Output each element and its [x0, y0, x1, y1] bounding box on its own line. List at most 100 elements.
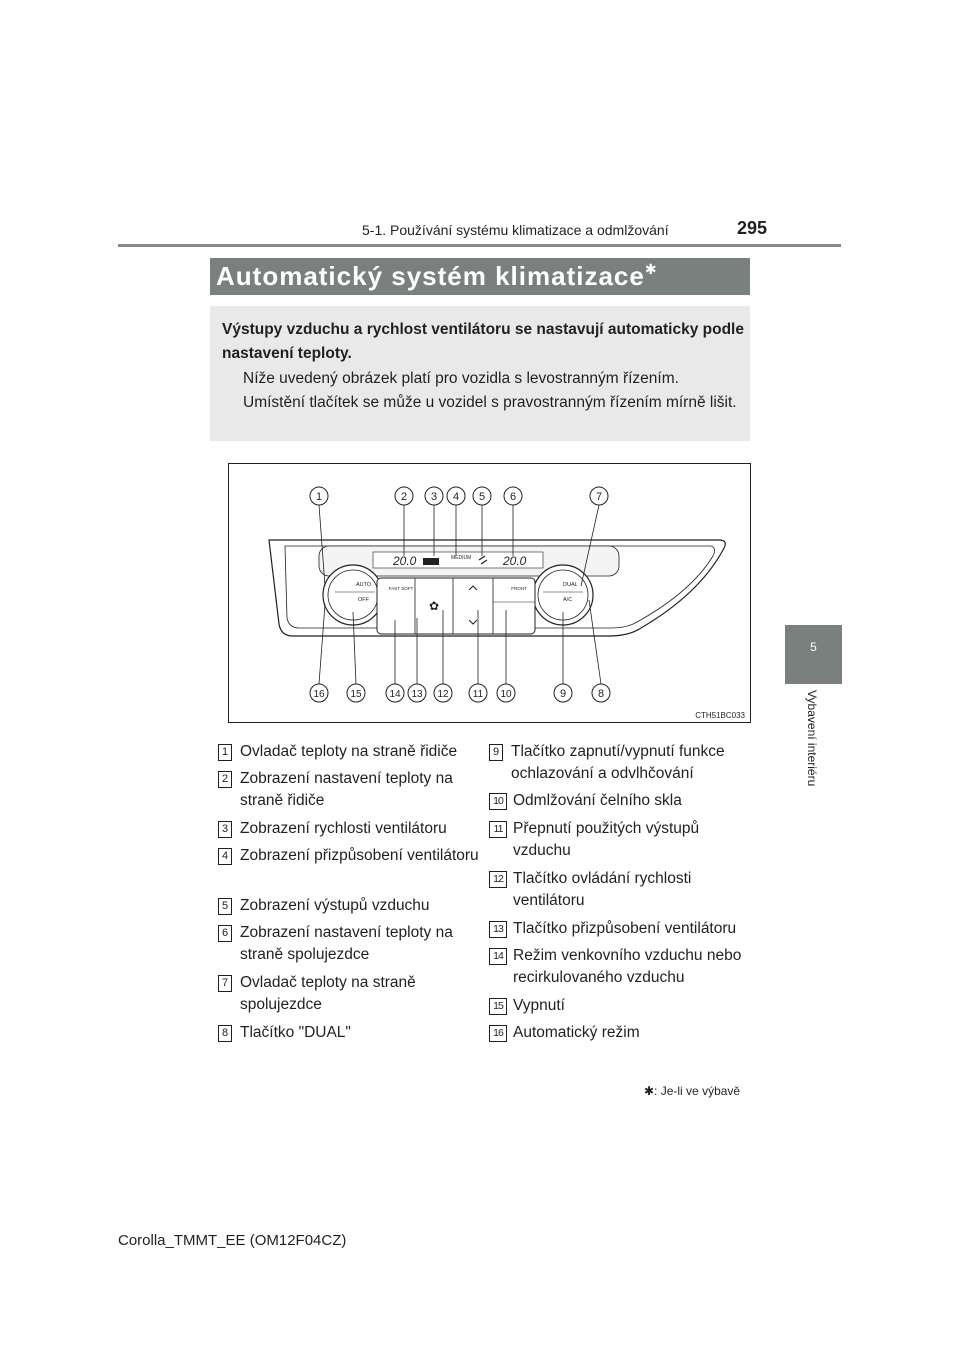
callout-1-circle	[309, 486, 329, 506]
footnote: ✱: Je-li ve výbavě	[644, 1084, 741, 1098]
legend-number-badge: 16	[489, 1025, 507, 1042]
display-left-temp: 20.0	[392, 554, 417, 568]
legend-item-text: Tlačítko přizpůsobení ventilátoru	[513, 920, 737, 937]
legend-number-badge: 11	[489, 821, 507, 838]
legend-number-badge: 2	[218, 771, 232, 788]
btn-auto-label: AUTO	[356, 582, 372, 588]
btn-dual-label: DUAL	[563, 582, 578, 588]
intro-bold-text: Výstupy vzduchu a rychlost ventilátoru s…	[222, 321, 744, 362]
callout-16-label: 16	[313, 689, 325, 700]
section-title: 5-1. Používání systému klimatizace a odm…	[362, 222, 669, 238]
callout-5-label: 5	[479, 491, 485, 503]
figure-code: CTH51BC033	[695, 711, 745, 720]
legend-item-text: Tlačítko ovládání rychlosti ventilátoru	[513, 870, 692, 909]
callout-13-circle	[407, 683, 427, 703]
legend-number-badge: 12	[489, 871, 507, 888]
legend-number-badge: 6	[218, 925, 232, 942]
title-bar	[210, 258, 750, 295]
legend-item-text: Ovladač teploty na straně spolujezdce	[240, 974, 416, 1013]
page-title-text: Automatický systém klimatizace	[216, 261, 645, 291]
callout-5-circle	[472, 486, 492, 506]
intro-box	[210, 306, 750, 441]
dashboard-inner-outline	[284, 545, 715, 629]
callout-7-circle	[589, 486, 609, 506]
legend-item-text: Zobrazení nastavení teploty na straně ři…	[240, 770, 453, 809]
legend-number-badge: 10	[489, 793, 507, 810]
callout-12-circle	[433, 683, 453, 703]
callout-15-label: 15	[350, 689, 362, 700]
callout-14-label: 14	[389, 689, 401, 700]
legend-number-badge: 4	[218, 848, 232, 865]
display-screen	[372, 551, 544, 569]
intro-note-text: Níže uvedený obrázek platí pro vozidla s…	[243, 370, 737, 411]
callout-7-label: 7	[596, 491, 602, 503]
header-rule	[118, 244, 841, 247]
legend-item-text: Automatický režim	[513, 1024, 640, 1041]
callout-2-label: 2	[401, 491, 407, 503]
page-footer: Corolla_TMMT_EE (OM12F04CZ)	[118, 1232, 347, 1249]
legend-item-text: Zobrazení rychlosti ventilátoru	[240, 820, 447, 837]
callout-8-circle	[591, 683, 611, 703]
legend-item-text: Tlačítko "DUAL"	[240, 1024, 351, 1041]
callout-1-leader	[318, 504, 326, 587]
callout-9-circle	[553, 683, 573, 703]
chapter-tab-number: 5	[810, 640, 817, 654]
legend-item-text: Režim venkovního vzduchu nebo recirkulov…	[513, 947, 742, 986]
chapter-tab	[785, 625, 842, 684]
btn-front-label: FRONT	[511, 586, 527, 591]
callout-3-circle	[424, 486, 444, 506]
fan-up-icon	[468, 585, 478, 591]
callout-6-circle	[503, 486, 523, 506]
legend-number-badge: 3	[218, 821, 232, 838]
legend-number-badge: 1	[218, 744, 232, 761]
dashboard-outline	[268, 539, 726, 637]
center-button-block	[376, 577, 536, 635]
callout-4-circle	[446, 486, 466, 506]
page-number: 295	[737, 218, 768, 238]
btn-off-label: OFF	[358, 597, 370, 603]
legend-number-badge: 9	[489, 744, 503, 761]
availability-marker: ✱	[644, 261, 658, 277]
legend-item-text: Tlačítko zapnutí/vypnutí funkce ochlazov…	[511, 743, 725, 782]
legend-item-text: Zobrazení nastavení teploty na straně sp…	[240, 924, 453, 963]
legend-item-text: Zobrazení přizpůsobení ventilátoru	[240, 847, 479, 864]
fan-icon: ✿	[429, 599, 439, 613]
callout-2-circle	[394, 486, 414, 506]
legend-number-badge: 13	[489, 921, 507, 938]
btn-ac-label: A/C	[563, 597, 572, 603]
callout-14-circle	[385, 683, 405, 703]
display-right-temp: 20.0	[502, 554, 527, 568]
callout-8-label: 8	[598, 688, 604, 700]
callout-10-circle	[496, 683, 516, 703]
callout-1-label: 1	[316, 491, 322, 503]
climate-panel-illustration: 20.0 MEDIUM 20.0 AUTO OFF DUAL A/C FAST …	[268, 486, 746, 720]
fan-down-icon	[468, 619, 478, 625]
callout-4-label: 4	[453, 491, 459, 503]
legend-number-badge: 14	[489, 948, 507, 965]
callout-16-leader	[318, 603, 326, 685]
callout-12-label: 12	[437, 689, 449, 700]
callout-9-label: 9	[560, 688, 566, 700]
legend-number-badge: 7	[218, 975, 232, 992]
legend-item-text: Zobrazení výstupů vzduchu	[240, 897, 430, 914]
legend-item-text: Odmlžování čelního skla	[513, 792, 682, 809]
callout-15-leader	[352, 611, 357, 685]
callout-16-circle	[309, 683, 329, 703]
legend-number-badge: 5	[218, 898, 232, 915]
callout-15-circle	[346, 683, 366, 703]
callout-3-label: 3	[431, 491, 437, 503]
callout-7-leader	[580, 504, 600, 587]
legend-item-text: Přepnutí použitých výstupů vzduchu	[513, 820, 700, 859]
legend-number-badge: 15	[489, 998, 507, 1015]
climate-panel-figure: 20.0 MEDIUM 20.0 AUTO OFF DUAL A/C FAST …	[228, 463, 751, 723]
btn-fast-soft-label: FAST SOFT	[389, 586, 414, 591]
callout-6-label: 6	[510, 491, 516, 503]
chapter-tab-label: Vybavení interiéru	[805, 690, 819, 787]
callout-11-label: 11	[473, 689, 484, 700]
display-fan-mode: MEDIUM	[451, 555, 471, 561]
legend-item-text: Ovladač teploty na straně řidiče	[240, 743, 458, 760]
callout-13-label: 13	[411, 689, 423, 700]
callout-11-circle	[468, 683, 488, 703]
callout-8-leader	[588, 599, 602, 685]
